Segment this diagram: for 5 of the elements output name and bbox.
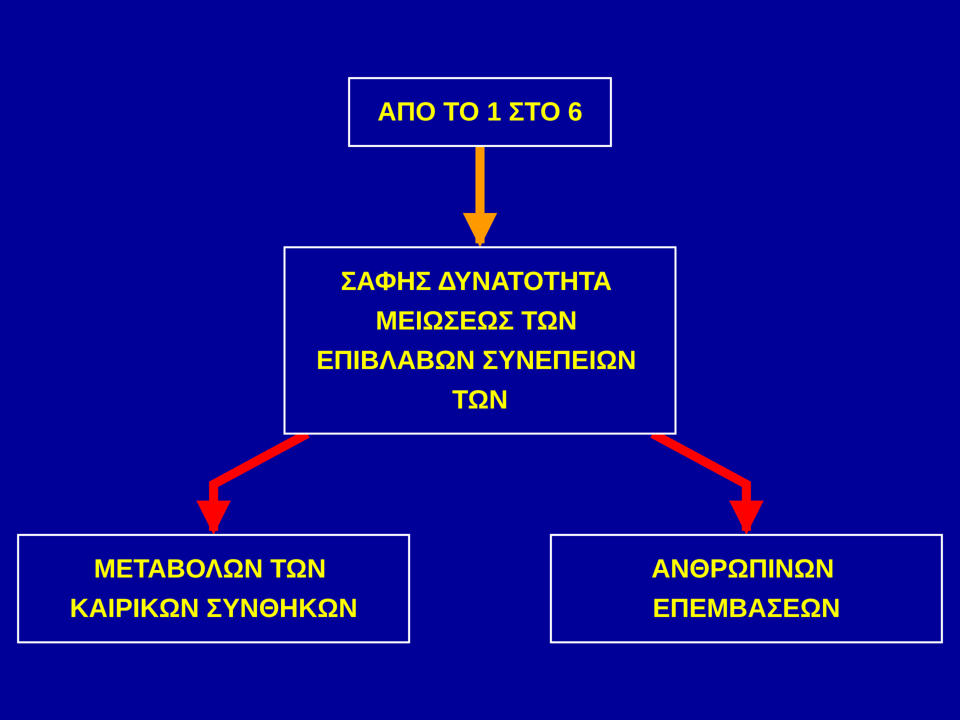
node-box: ΣΑΦΗΣ ΔΥΝΑΤΟΤΗΤΑ ΜΕΙΩΣΕΩΣ ΤΩΝ ΕΠΙΒΛΑΒΩΝ ΣΥΝΕΠΕΙΩΝ ΤΩΝ	[284, 246, 676, 434]
node-box: ΑΝΘΡΩΠΙΝΩΝ ΕΠΕΜΒΑΣΕΩΝ	[550, 534, 943, 644]
node-box: ΜΕΤΑΒΟΛΩΝ ΤΩΝ ΚΑΙΡΙΚΩΝ ΣΥΝΘΗΚΩΝ	[17, 534, 410, 644]
arrow	[462, 146, 498, 248]
node-box: ΑΠΟ ΤΟ 1 ΣΤΟ 6	[348, 76, 612, 147]
